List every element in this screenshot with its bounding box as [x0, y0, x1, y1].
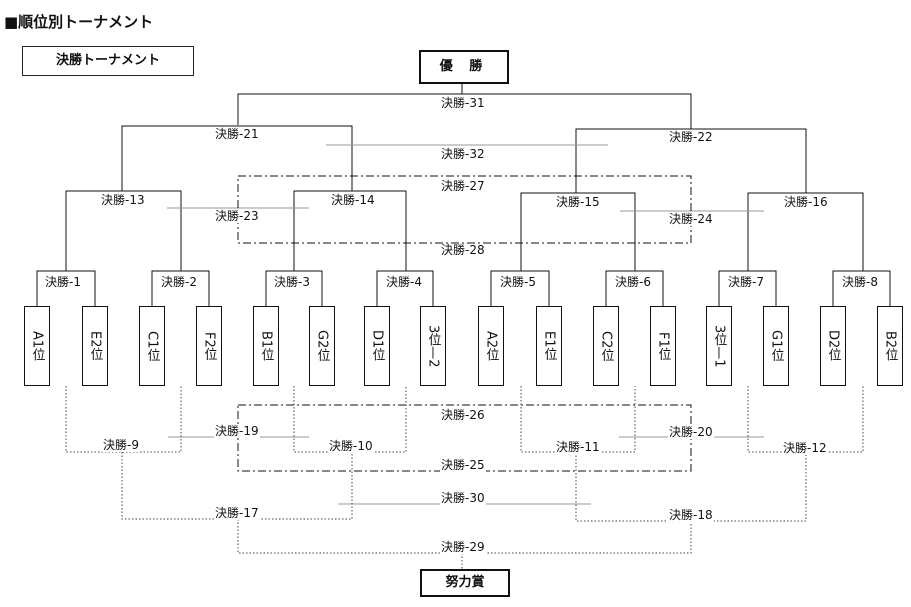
- match-label: 決勝-18: [668, 508, 714, 522]
- match-label: 決勝-24: [668, 212, 714, 226]
- team-slot: 3位—1: [706, 306, 732, 386]
- match-label: 決勝-28: [440, 243, 486, 257]
- effort-award-box: 努力賞: [420, 569, 510, 597]
- team-slot: B1位: [253, 306, 279, 386]
- match-label: 決勝-4: [385, 275, 423, 289]
- match-label: 決勝-15: [555, 195, 601, 209]
- team-slot: D2位: [820, 306, 846, 386]
- match-label: 決勝-17: [214, 506, 260, 520]
- match-label: 決勝-13: [100, 193, 146, 207]
- team-slot: 3位—2: [420, 306, 446, 386]
- team-slot: G2位: [309, 306, 335, 386]
- match-label: 決勝-23: [214, 209, 260, 223]
- team-slot: B2位: [877, 306, 903, 386]
- match-label: 決勝-1: [44, 275, 82, 289]
- team-slot: E2位: [82, 306, 108, 386]
- match-label: 決勝-26: [440, 408, 486, 422]
- team-slot: D1位: [364, 306, 390, 386]
- match-label: 決勝-29: [440, 540, 486, 554]
- team-slot: F1位: [650, 306, 676, 386]
- match-label: 決勝-12: [782, 441, 828, 455]
- team-slot: F2位: [196, 306, 222, 386]
- match-label: 決勝-25: [440, 458, 486, 472]
- team-slot: A2位: [478, 306, 504, 386]
- page-title: ■順位別トーナメント: [4, 11, 153, 32]
- match-label: 決勝-10: [328, 439, 374, 453]
- match-label: 決勝-31: [440, 96, 486, 110]
- team-slot: E1位: [536, 306, 562, 386]
- match-label: 決勝-7: [727, 275, 765, 289]
- match-label: 決勝-14: [330, 193, 376, 207]
- match-label: 決勝-3: [273, 275, 311, 289]
- team-slot: A1位: [24, 306, 50, 386]
- match-label: 決勝-22: [668, 130, 714, 144]
- match-label: 決勝-5: [499, 275, 537, 289]
- team-slot: C1位: [139, 306, 165, 386]
- match-label: 決勝-6: [614, 275, 652, 289]
- match-label: 決勝-8: [841, 275, 879, 289]
- match-label: 決勝-9: [102, 438, 140, 452]
- match-label: 決勝-27: [440, 179, 486, 193]
- team-slot: C2位: [593, 306, 619, 386]
- match-label: 決勝-19: [214, 424, 260, 438]
- match-label: 決勝-2: [160, 275, 198, 289]
- team-slot: G1位: [763, 306, 789, 386]
- match-label: 決勝-21: [214, 127, 260, 141]
- heading-text: ■順位別トーナメント: [4, 13, 154, 31]
- match-label: 決勝-20: [668, 425, 714, 439]
- match-label: 決勝-11: [555, 440, 601, 454]
- match-label: 決勝-16: [783, 195, 829, 209]
- section-label: 決勝トーナメント: [22, 46, 194, 76]
- winner-box: 優 勝: [419, 50, 509, 84]
- match-label: 決勝-32: [440, 147, 486, 161]
- match-label: 決勝-30: [440, 491, 486, 505]
